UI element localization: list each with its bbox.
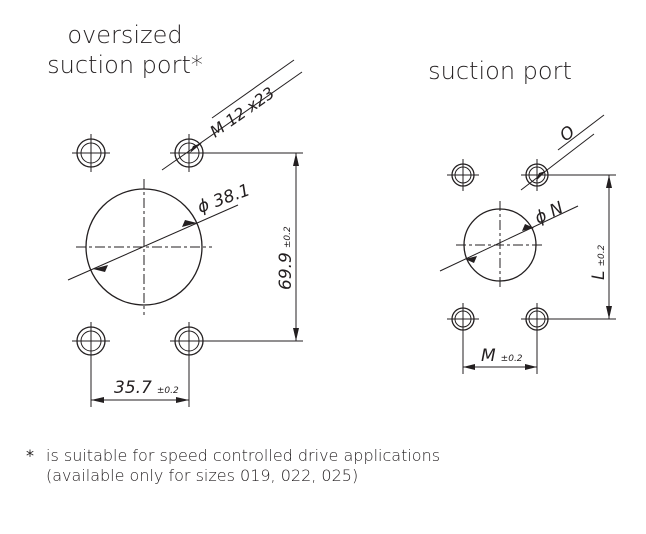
left-bolt-hole-bottom-left: [72, 322, 110, 360]
left-bolt-hole-top-left: [72, 134, 110, 172]
right-main-bore: [456, 201, 544, 289]
right-height-dimension: [548, 174, 616, 320]
left-bolt-hole-bottom-right: [170, 322, 208, 360]
left-width-dimension: [90, 355, 190, 407]
left-view-drawing: ϕ 38.1 M 12 x23 69.9±0.2 35.7±: [67, 59, 303, 407]
right-diameter-label: ϕ N: [532, 198, 567, 229]
left-height-label: 69.9±0.2: [276, 226, 296, 290]
left-bolt-hole-top-right: [170, 134, 208, 172]
left-diameter-leader: [67, 204, 239, 281]
left-view-title-line2: suction port*: [47, 51, 203, 79]
right-width-label: M±0.2: [481, 346, 523, 366]
right-diameter-leader: [439, 205, 579, 272]
right-bolt-hole-top-left: [447, 159, 479, 191]
left-width-label: 35.7±0.2: [114, 378, 179, 398]
right-view-title: suction port: [428, 57, 572, 85]
left-diameter-label: ϕ 38.1: [195, 180, 253, 217]
footnote-line2: (available only for sizes 019, 022, 025): [46, 466, 359, 485]
left-view-title-line1: oversized: [67, 21, 183, 49]
left-main-bore: [76, 179, 212, 315]
footnote-marker: *: [26, 446, 34, 465]
right-height-label: L±0.2: [589, 244, 609, 280]
right-thread-leader: [520, 114, 605, 191]
left-height-dimension: [203, 152, 303, 342]
left-thread-label: M 12 x23: [206, 83, 278, 141]
right-width-dimension: [462, 330, 538, 374]
right-thread-label: O: [556, 122, 578, 146]
right-view-drawing: ϕ N O L±0.2 M±0.2: [439, 114, 616, 374]
footnote-line1: is suitable for speed controlled drive a…: [46, 446, 441, 465]
left-thread-leader: [161, 59, 303, 171]
